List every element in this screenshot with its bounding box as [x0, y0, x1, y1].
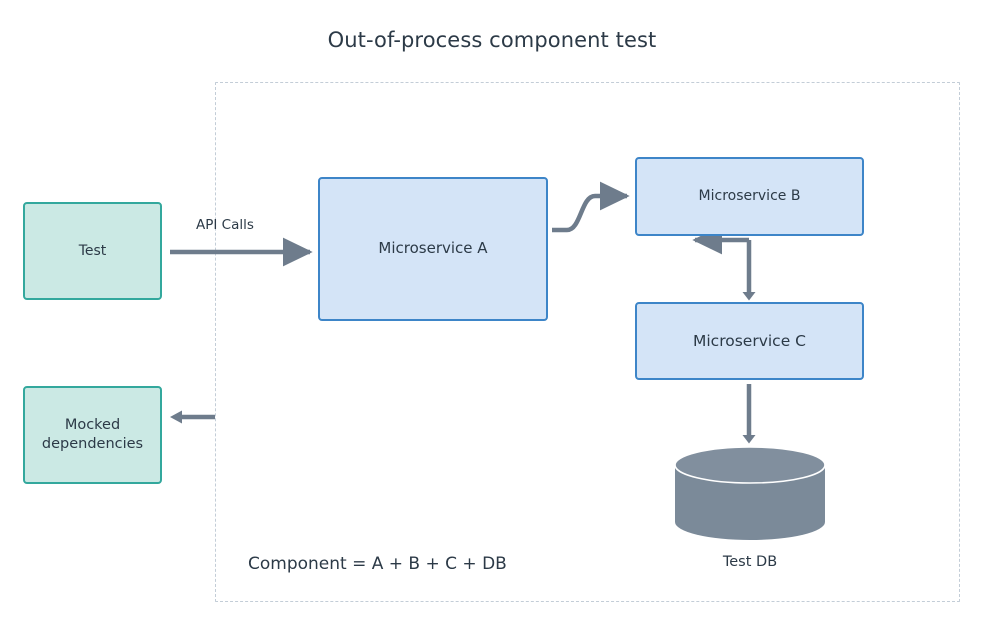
edge-label-api-calls: API Calls: [196, 217, 254, 233]
page-title: Out-of-process component test: [327, 28, 657, 52]
component-boundary: [215, 82, 960, 602]
node-microservice-c[interactable]: Microservice C: [635, 302, 864, 380]
node-microservice-a[interactable]: Microservice A: [318, 177, 548, 321]
node-mocked-dependencies[interactable]: Mocked dependencies: [23, 386, 162, 484]
component-definition-footnote: Component = A + B + C + DB: [248, 554, 507, 574]
database-cylinder-icon: [675, 447, 825, 540]
node-microservice-b[interactable]: Microservice B: [635, 157, 864, 236]
node-microservice-a-label: Microservice A: [378, 239, 488, 258]
node-test-db-label: Test DB: [722, 554, 778, 570]
edge-boundary-to-mocked-dependencies: [170, 410, 215, 424]
node-microservice-b-label: Microservice B: [698, 188, 801, 205]
node-mocked-dependencies-label: Mocked dependencies: [41, 416, 144, 452]
node-test[interactable]: Test: [23, 202, 162, 300]
node-microservice-c-label: Microservice C: [693, 331, 806, 350]
node-test-label: Test: [78, 242, 107, 259]
node-test-db[interactable]: [675, 447, 825, 540]
